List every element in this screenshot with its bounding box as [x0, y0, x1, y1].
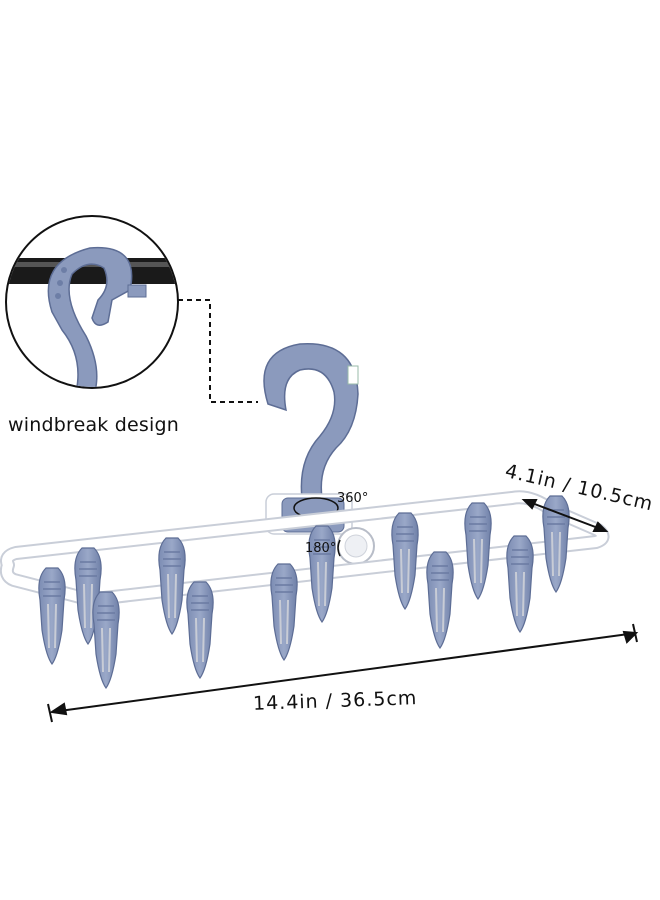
clip — [425, 551, 455, 649]
dashed-connector-icon — [178, 299, 258, 403]
magnifier-circle-icon — [5, 215, 179, 389]
clip — [37, 567, 67, 665]
hook-zoom — [47, 246, 133, 387]
callout-label: windbreak design — [8, 414, 179, 436]
clip — [463, 502, 493, 600]
hanger-frame — [0, 490, 610, 606]
clip — [185, 581, 215, 679]
hook-rotation-label: 360° — [337, 491, 369, 506]
hanger-hook — [263, 343, 359, 499]
width-dimension-line — [47, 623, 639, 723]
clip — [157, 537, 187, 635]
clip — [505, 535, 535, 633]
clip — [541, 495, 571, 593]
clip — [269, 563, 299, 661]
clip — [91, 591, 121, 689]
clip — [390, 512, 420, 610]
head-rotation-label: 180° — [305, 541, 337, 556]
depth-dimension-line — [521, 499, 609, 532]
